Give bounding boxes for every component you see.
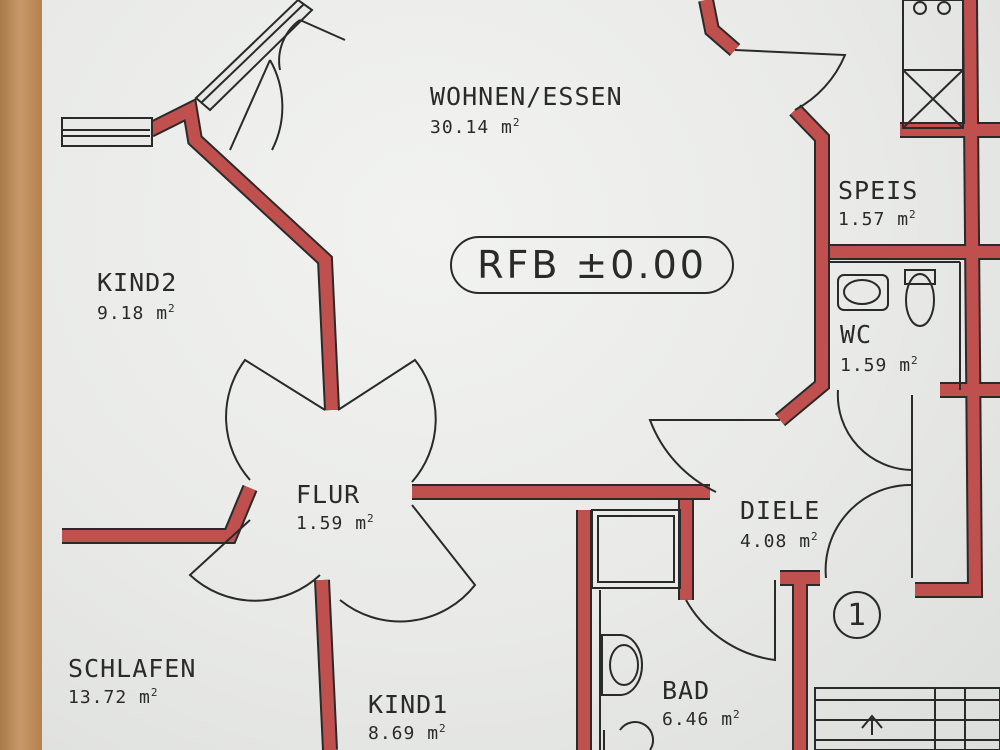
room-label-wc: WC — [840, 320, 873, 349]
room-area-speis: 1.57 m2 — [838, 208, 917, 230]
room-label-schlafen: SCHLAFEN — [68, 654, 197, 683]
room-label-flur: FLUR — [296, 480, 361, 509]
room-area-flur: 1.59 m2 — [296, 512, 375, 534]
bath-fixtures — [591, 509, 681, 750]
room-area-kind2: 9.18 m2 — [97, 302, 176, 324]
room-label-wohnen-essen: WOHNEN/ESSEN — [430, 82, 623, 111]
wc-fixtures — [837, 269, 936, 327]
door-flur-top-right — [337, 358, 437, 483]
windows — [61, 0, 314, 147]
stairs — [814, 687, 1000, 750]
partitions — [599, 261, 961, 750]
room-area-diele: 4.08 m2 — [740, 530, 819, 552]
floor-level-marker: RFB ±0.00 — [450, 236, 734, 294]
wall-fill — [62, 0, 1000, 750]
room-area-bad: 6.46 m2 — [662, 708, 741, 730]
room-label-bad: BAD — [662, 676, 711, 705]
room-area-schlafen: 13.72 m2 — [68, 686, 159, 708]
room-label-diele: DIELE — [740, 496, 821, 525]
room-label-speis: SPEIS — [838, 176, 919, 205]
doors — [188, 19, 913, 662]
stair-number-badge: 1 — [833, 591, 881, 639]
door-flur-bottom-right — [339, 504, 477, 623]
room-area-wc: 1.59 m2 — [840, 354, 919, 376]
kitchen-units — [902, 0, 964, 129]
door-flur-top-left — [225, 358, 326, 481]
room-area-kind1: 8.69 m2 — [368, 722, 447, 744]
room-area-wohnen-essen: 30.14 m2 — [430, 116, 521, 138]
room-label-kind2: KIND2 — [97, 268, 178, 297]
walls — [62, 0, 1000, 750]
room-label-kind1: KIND1 — [368, 690, 449, 719]
door-flur-bottom-left — [188, 519, 321, 602]
